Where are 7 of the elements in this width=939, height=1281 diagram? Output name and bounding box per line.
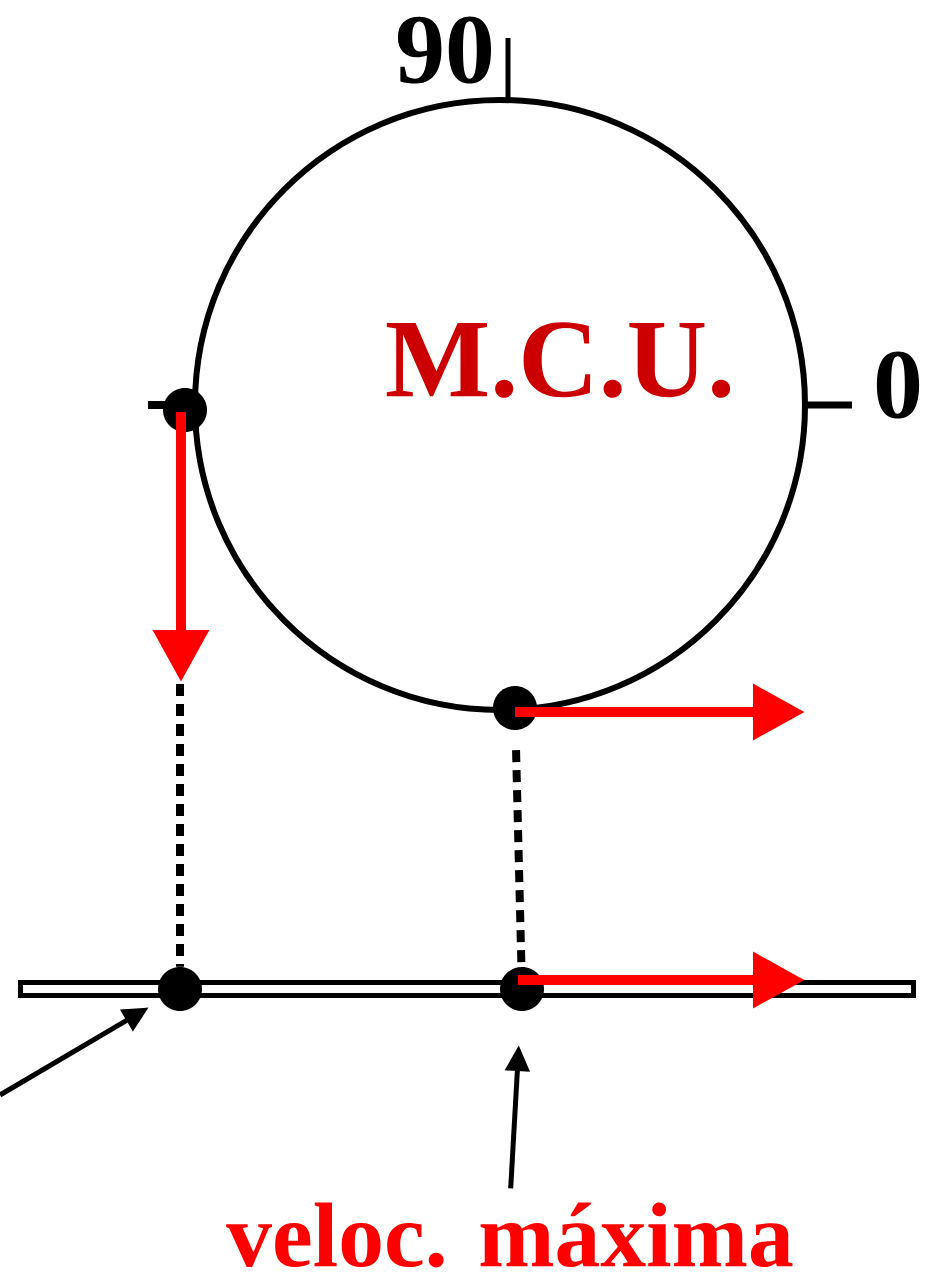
point-dot — [163, 388, 207, 432]
point-dot — [500, 967, 544, 1011]
circle-label: M.C.U. — [386, 322, 731, 398]
circle — [192, 97, 808, 713]
point-dot — [158, 967, 202, 1011]
point-dot — [493, 686, 537, 730]
caption-text: veloc. máxima — [226, 1202, 793, 1268]
